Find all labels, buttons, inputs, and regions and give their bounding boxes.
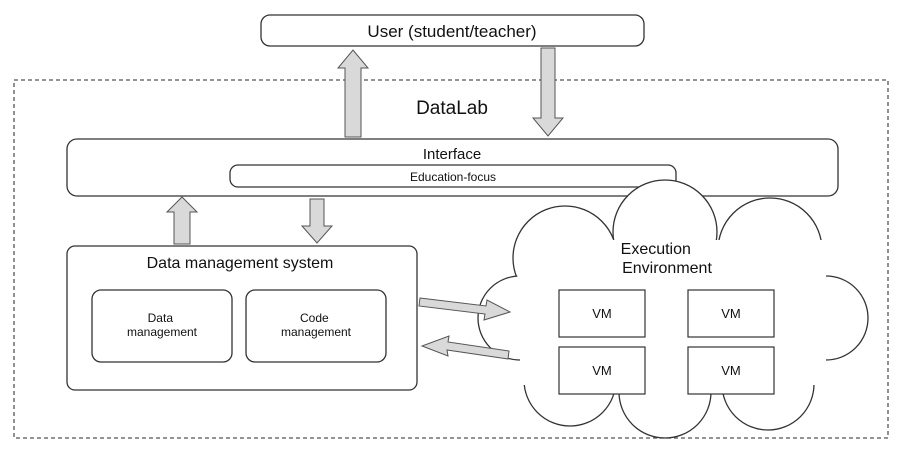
vm-box (687, 289, 775, 338)
execution-environment-title: Execution Environment (621, 241, 713, 277)
vm-box (558, 346, 646, 395)
education-focus-box (229, 164, 677, 188)
datalab-title: DataLab (416, 98, 488, 119)
arrow-right-dms-to-execution (418, 297, 512, 321)
code-management-box (245, 289, 387, 363)
data-management-label: Data management (127, 311, 198, 339)
arrow-up-interface-to-user (336, 49, 370, 138)
user-label: User (student/teacher) (367, 22, 536, 41)
arrow-up-dms-to-interface (165, 196, 199, 245)
arrow-down-interface-to-dms (300, 198, 334, 244)
education-focus-label: Education-focus (410, 170, 496, 184)
data-management-system-title: Data management system (147, 255, 334, 272)
arrow-left-execution-to-dms (420, 335, 510, 360)
vm-label: VM (592, 306, 612, 321)
code-management-label: Code management (281, 311, 352, 339)
vm-label: VM (721, 306, 741, 321)
code-management-line-1: Code (300, 311, 329, 325)
arrow-down-user-to-interface (531, 47, 565, 137)
execution-environment-cloud (477, 179, 869, 439)
code-management-line-2: management (281, 325, 352, 339)
datalab-container (13, 79, 889, 439)
vm-label: VM (721, 363, 741, 378)
data-management-line-1: Data (148, 311, 174, 325)
vm-box (687, 346, 775, 395)
vm-label: VM (592, 363, 612, 378)
vm-box (558, 289, 646, 338)
execution-environment-line-2: Environment (622, 260, 712, 277)
data-management-box (91, 289, 233, 363)
execution-environment-line-1: Execution (621, 241, 691, 258)
user-box (260, 14, 645, 47)
interface-label: Interface (423, 146, 481, 163)
data-management-line-2: management (127, 325, 198, 339)
